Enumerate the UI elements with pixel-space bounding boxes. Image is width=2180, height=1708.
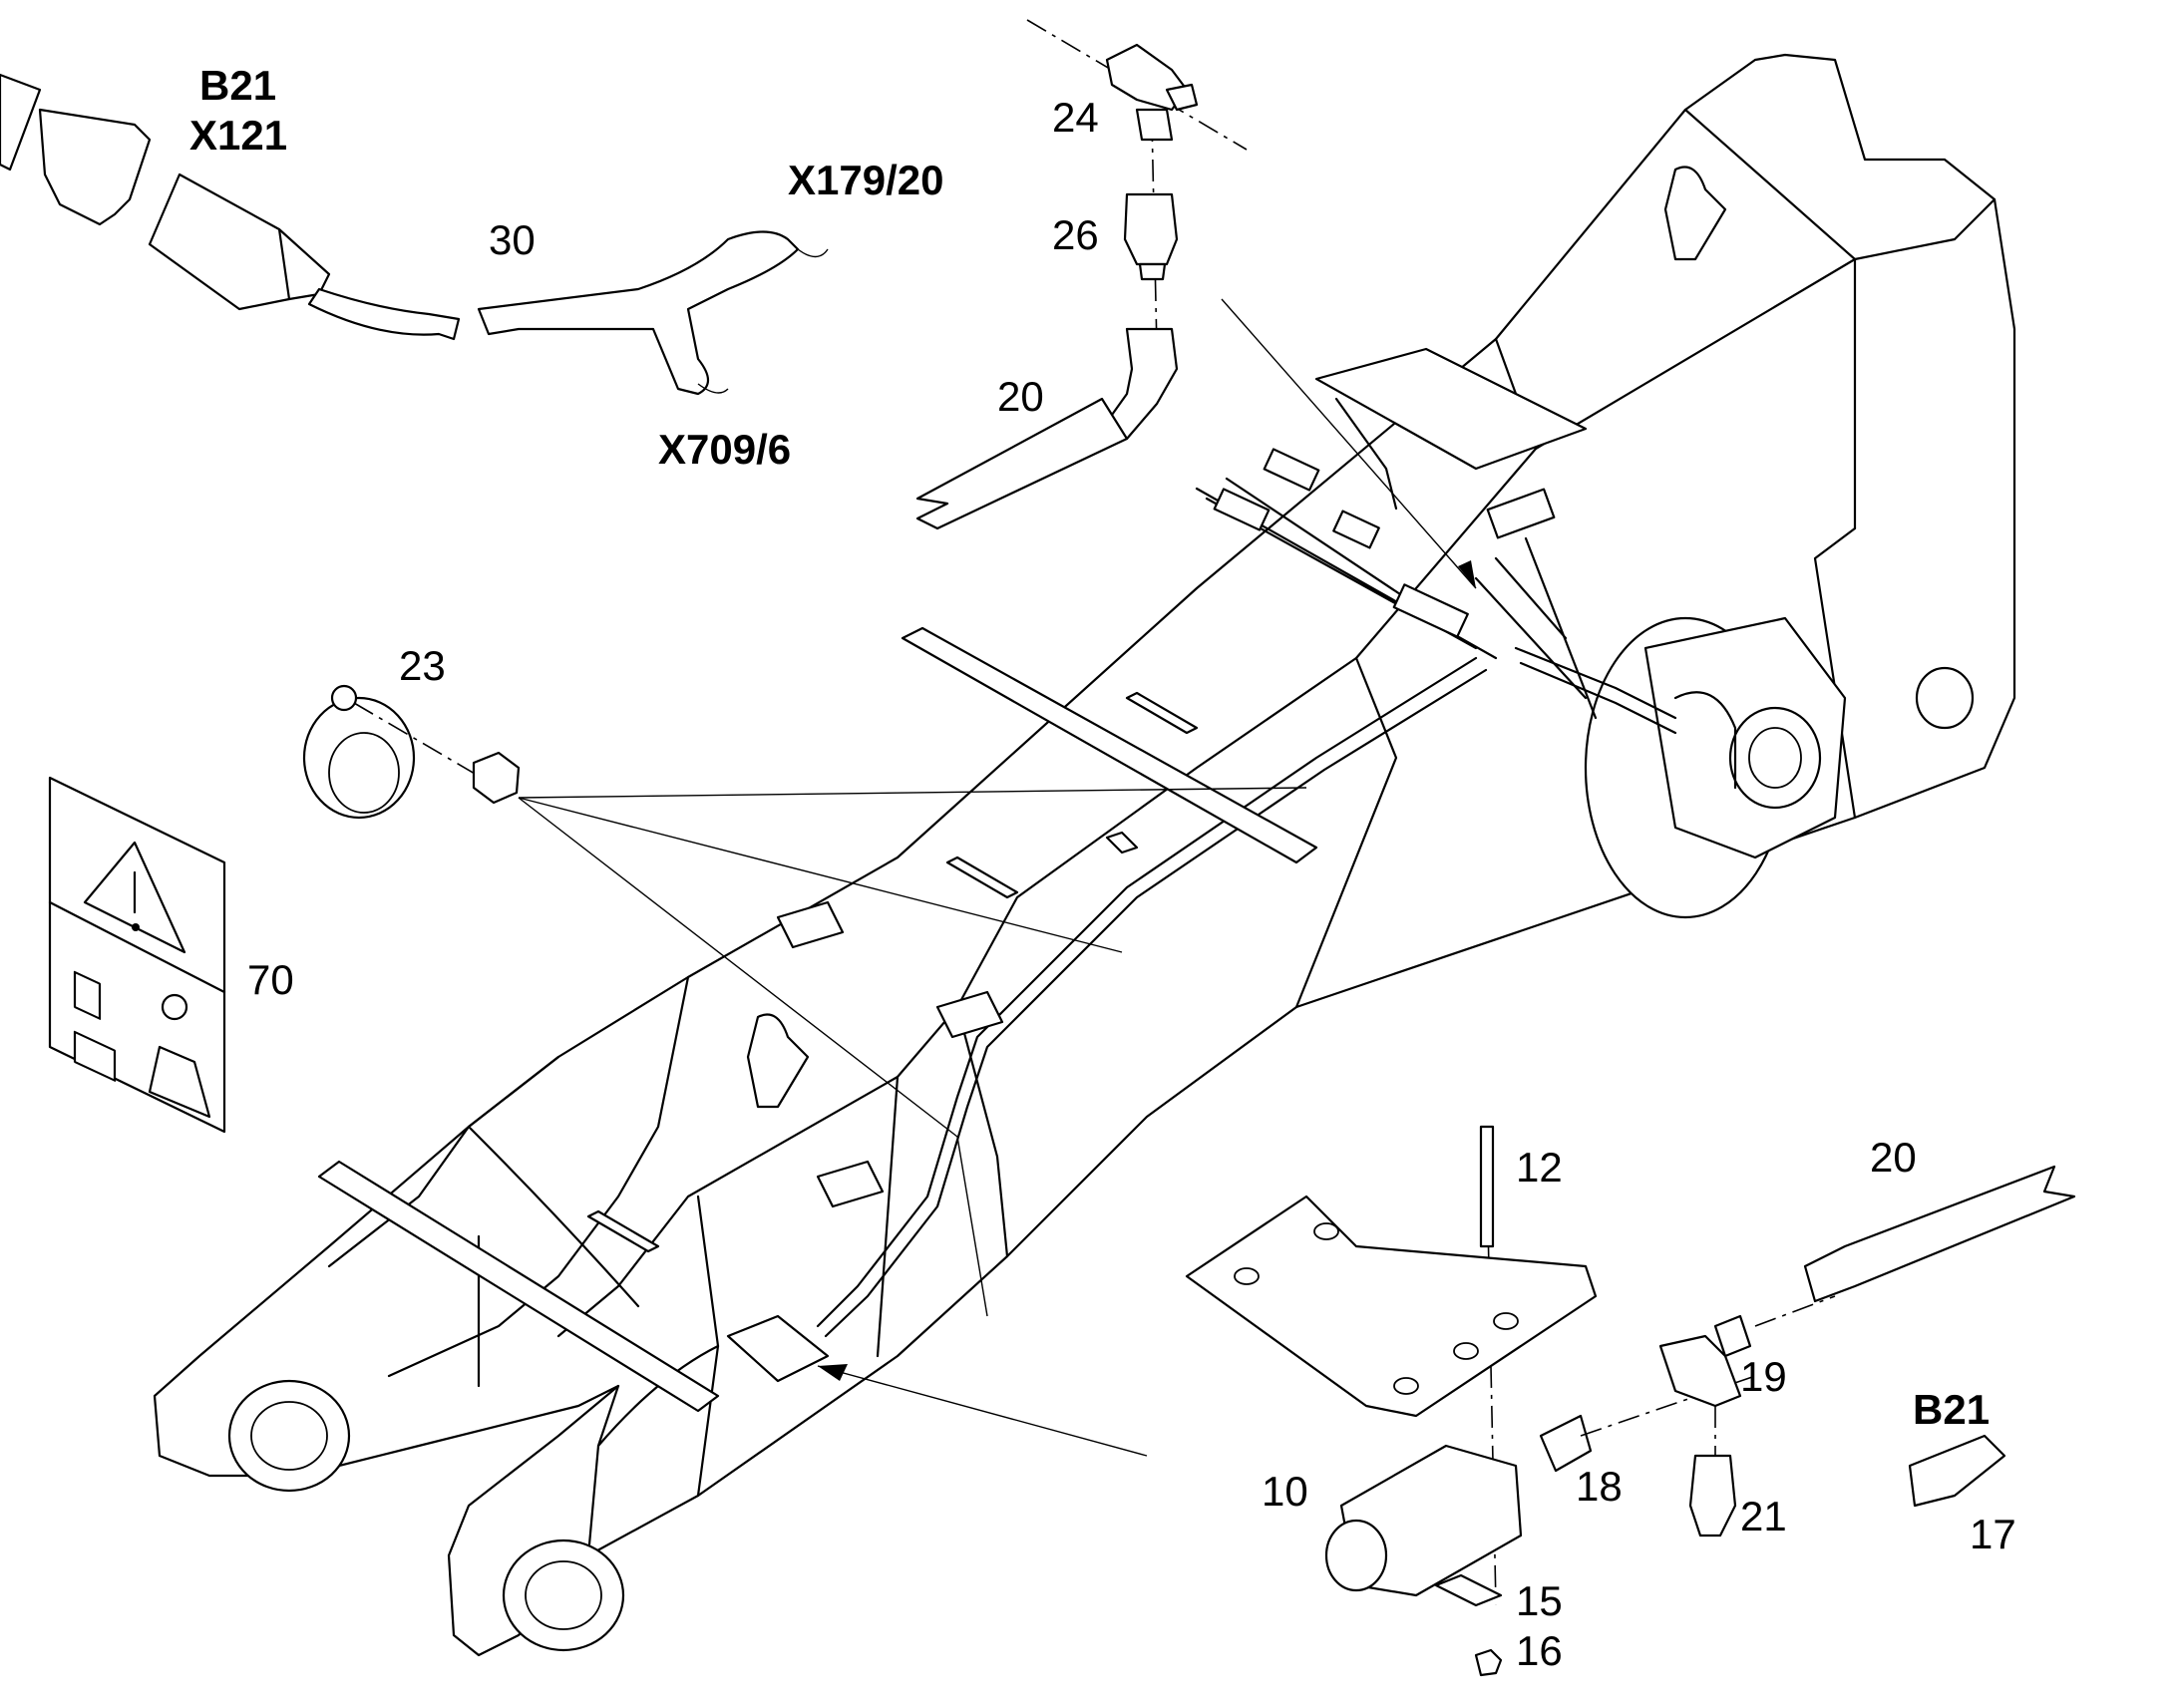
washer-15 (1434, 1573, 1503, 1607)
connector-x121 (148, 172, 291, 311)
nut-16 (1474, 1648, 1503, 1677)
callout-18: 18 (1576, 1463, 1623, 1510)
hose-bracket (1314, 347, 1588, 471)
callout-x121: X121 (189, 112, 287, 159)
callout-b21-right: B21 (1913, 1386, 1990, 1433)
lifting-eye-mid (746, 1013, 810, 1109)
callout-10: 10 (1262, 1468, 1308, 1515)
tee-fitting-19 (1658, 1334, 1742, 1408)
callout-19: 19 (1740, 1353, 1787, 1400)
callout-23: 23 (399, 642, 446, 689)
callout-21: 21 (1740, 1493, 1787, 1539)
hose-clamp-23 (302, 684, 521, 820)
adapter-21 (1688, 1454, 1737, 1537)
warning-decal-70 (48, 776, 226, 1134)
nut (472, 751, 521, 805)
callout-12: 12 (1516, 1144, 1563, 1191)
cable-clip (38, 108, 152, 226)
plug-18 (1539, 1414, 1593, 1473)
callout-b21-top: B21 (199, 62, 276, 109)
callout-24: 24 (1052, 94, 1099, 141)
adapter-26 (1123, 192, 1179, 266)
harness-cable-30 (307, 287, 461, 341)
harness-assembly (0, 73, 829, 396)
callout-26: 26 (1052, 211, 1099, 258)
sensor-mount-plate (726, 1314, 830, 1383)
callout-20-top: 20 (997, 373, 1044, 420)
plate-strip-1 (901, 626, 1318, 864)
bolt-12 (1479, 1125, 1495, 1248)
callout-20-right: 20 (1870, 1134, 1917, 1181)
callout-15: 15 (1516, 1577, 1563, 1624)
weight-icon (148, 1045, 211, 1119)
mounting-plate (1185, 1195, 1598, 1418)
sensor-assembly (1185, 1125, 2076, 1677)
manual-book-icon (73, 1030, 117, 1082)
boom-body (153, 53, 2016, 1657)
hose-bundle (1195, 477, 1598, 720)
pivot-housing (1584, 616, 1847, 919)
callout-16: 16 (1516, 1627, 1563, 1674)
fitting-stack-top (915, 19, 1248, 530)
callouts: B21 X121 X179/20 30 X709/6 24 26 20 23 7… (189, 62, 2016, 1674)
lifting-eye-top (1663, 166, 1727, 261)
callout-x709-6: X709/6 (658, 426, 791, 473)
hose-20 (915, 397, 1129, 530)
bracket-17 (1908, 1434, 2006, 1508)
plate-strip-2 (317, 1160, 720, 1413)
callout-70: 70 (247, 956, 294, 1003)
callout-30: 30 (489, 216, 536, 263)
lifting-hook-icon (161, 993, 188, 1021)
callout-17: 17 (1970, 1511, 2016, 1557)
hose-20-right (1803, 1165, 2076, 1303)
callout-x179-20: X179/20 (788, 157, 943, 203)
boom-assembly (153, 53, 2016, 1657)
clip-leaders (518, 787, 1307, 1317)
